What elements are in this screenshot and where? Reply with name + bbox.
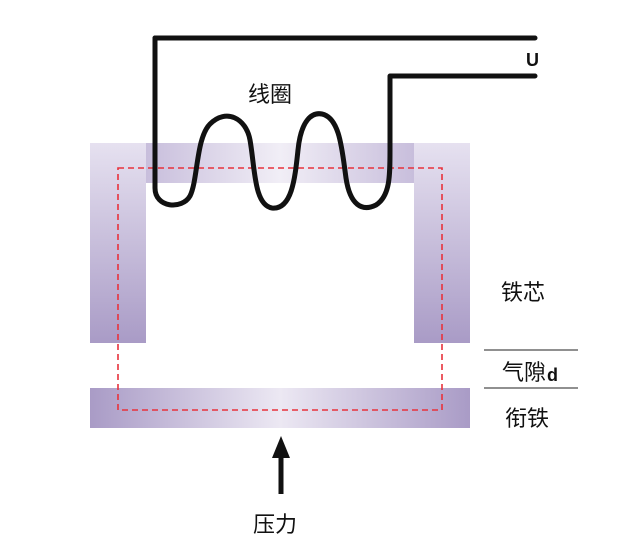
core-right-leg: [414, 143, 470, 343]
pressure-label: 压力: [253, 513, 297, 538]
armature-bar: [90, 388, 470, 428]
arrow-up-icon: [272, 436, 290, 494]
air-gap-marker: 气隙 d: [484, 349, 578, 389]
core-left-leg: [90, 143, 146, 343]
core-label: 铁芯: [501, 281, 545, 306]
iron-core: [90, 143, 470, 343]
core-top-inner: [146, 143, 414, 183]
air-gap-label: 气隙: [502, 361, 546, 386]
coil-winding: [152, 35, 538, 211]
coil-label: 线圈: [248, 83, 292, 108]
flux-path: [117, 167, 443, 411]
voltage-label: U: [526, 50, 539, 70]
air-gap-symbol: d: [547, 365, 558, 385]
armature-label: 衔铁: [505, 407, 549, 432]
